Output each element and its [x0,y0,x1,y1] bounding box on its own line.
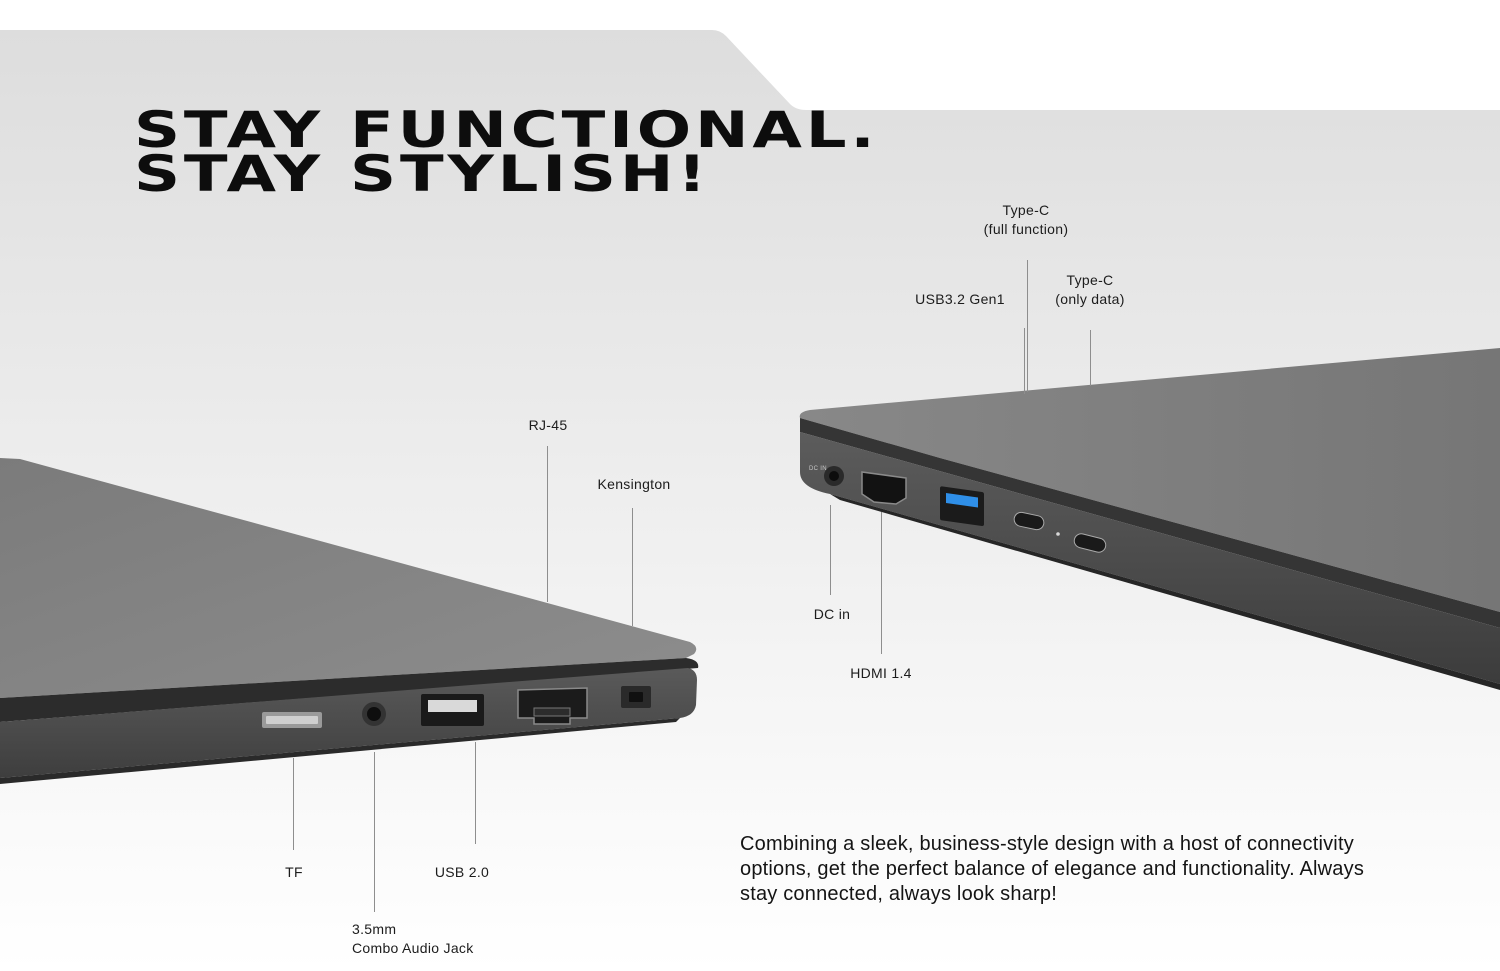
right-laptop-image [799,348,1500,690]
audio-jack-label-line-2: Combo Audio Jack [352,940,474,956]
dc-in-port-marking: DC IN [809,466,827,472]
usb2-label: USB 2.0 [434,864,490,880]
typec-full-label-line-2: (full function) [983,221,1069,237]
tf-leader-line [293,758,294,850]
kensington-leader-line [632,508,633,626]
typec-data-label-line-2: (only data) [1055,291,1125,307]
typec-full-leader-line [1027,260,1028,392]
audio-jack-label-line-1: 3.5mm [352,921,397,937]
usb32-leader-line [1024,328,1025,394]
usb2-port-icon [421,694,484,726]
rj45-leader-line [547,446,548,602]
left-laptop-lid [0,458,697,698]
hdmi-leader-line [881,512,882,654]
tf-slot-icon [262,712,322,728]
rj45-port-icon [517,687,588,725]
status-led-icon [1056,532,1060,536]
headline: STAY FUNCTIONAL. STAY STYLISH! [134,101,879,203]
typec-data-label: Type-C (only data) [1055,271,1124,309]
typec-full-label-line-1: Type-C [1002,202,1050,218]
audio-jack-label: 3.5mm Combo Audio Jack [352,920,474,958]
dc-in-port-icon [824,466,844,486]
usb2-leader-line [475,742,476,844]
dc-in-label: DC in [813,606,851,622]
usb32-label: USB3.2 Gen1 [915,291,1005,307]
left-laptop-image [0,458,699,784]
headline-line-2: STAY STYLISH! [134,145,711,203]
rj45-label: RJ-45 [528,417,568,433]
hdmi-port-icon [861,471,907,505]
audio-leader-line [374,752,375,912]
kensington-lock-icon [621,686,651,708]
typec-data-port-icon [1073,533,1107,553]
tf-label: TF [285,864,303,880]
typec-data-label-line-1: Type-C [1066,272,1114,288]
typec-data-leader-line [1090,330,1091,386]
feature-description: Combining a sleek, business-style design… [740,833,1365,905]
headline-line-1: STAY FUNCTIONAL. [134,101,879,159]
typec-full-label: Type-C (full function) [984,201,1069,239]
right-laptop-lid [799,348,1500,612]
typec-full-port-icon [1013,511,1045,531]
kensington-label: Kensington [597,476,671,492]
hdmi-label: HDMI 1.4 [850,665,912,681]
audio-jack-icon [362,702,386,726]
dc-in-leader-line [830,505,831,595]
usb3-port-icon [940,486,984,527]
